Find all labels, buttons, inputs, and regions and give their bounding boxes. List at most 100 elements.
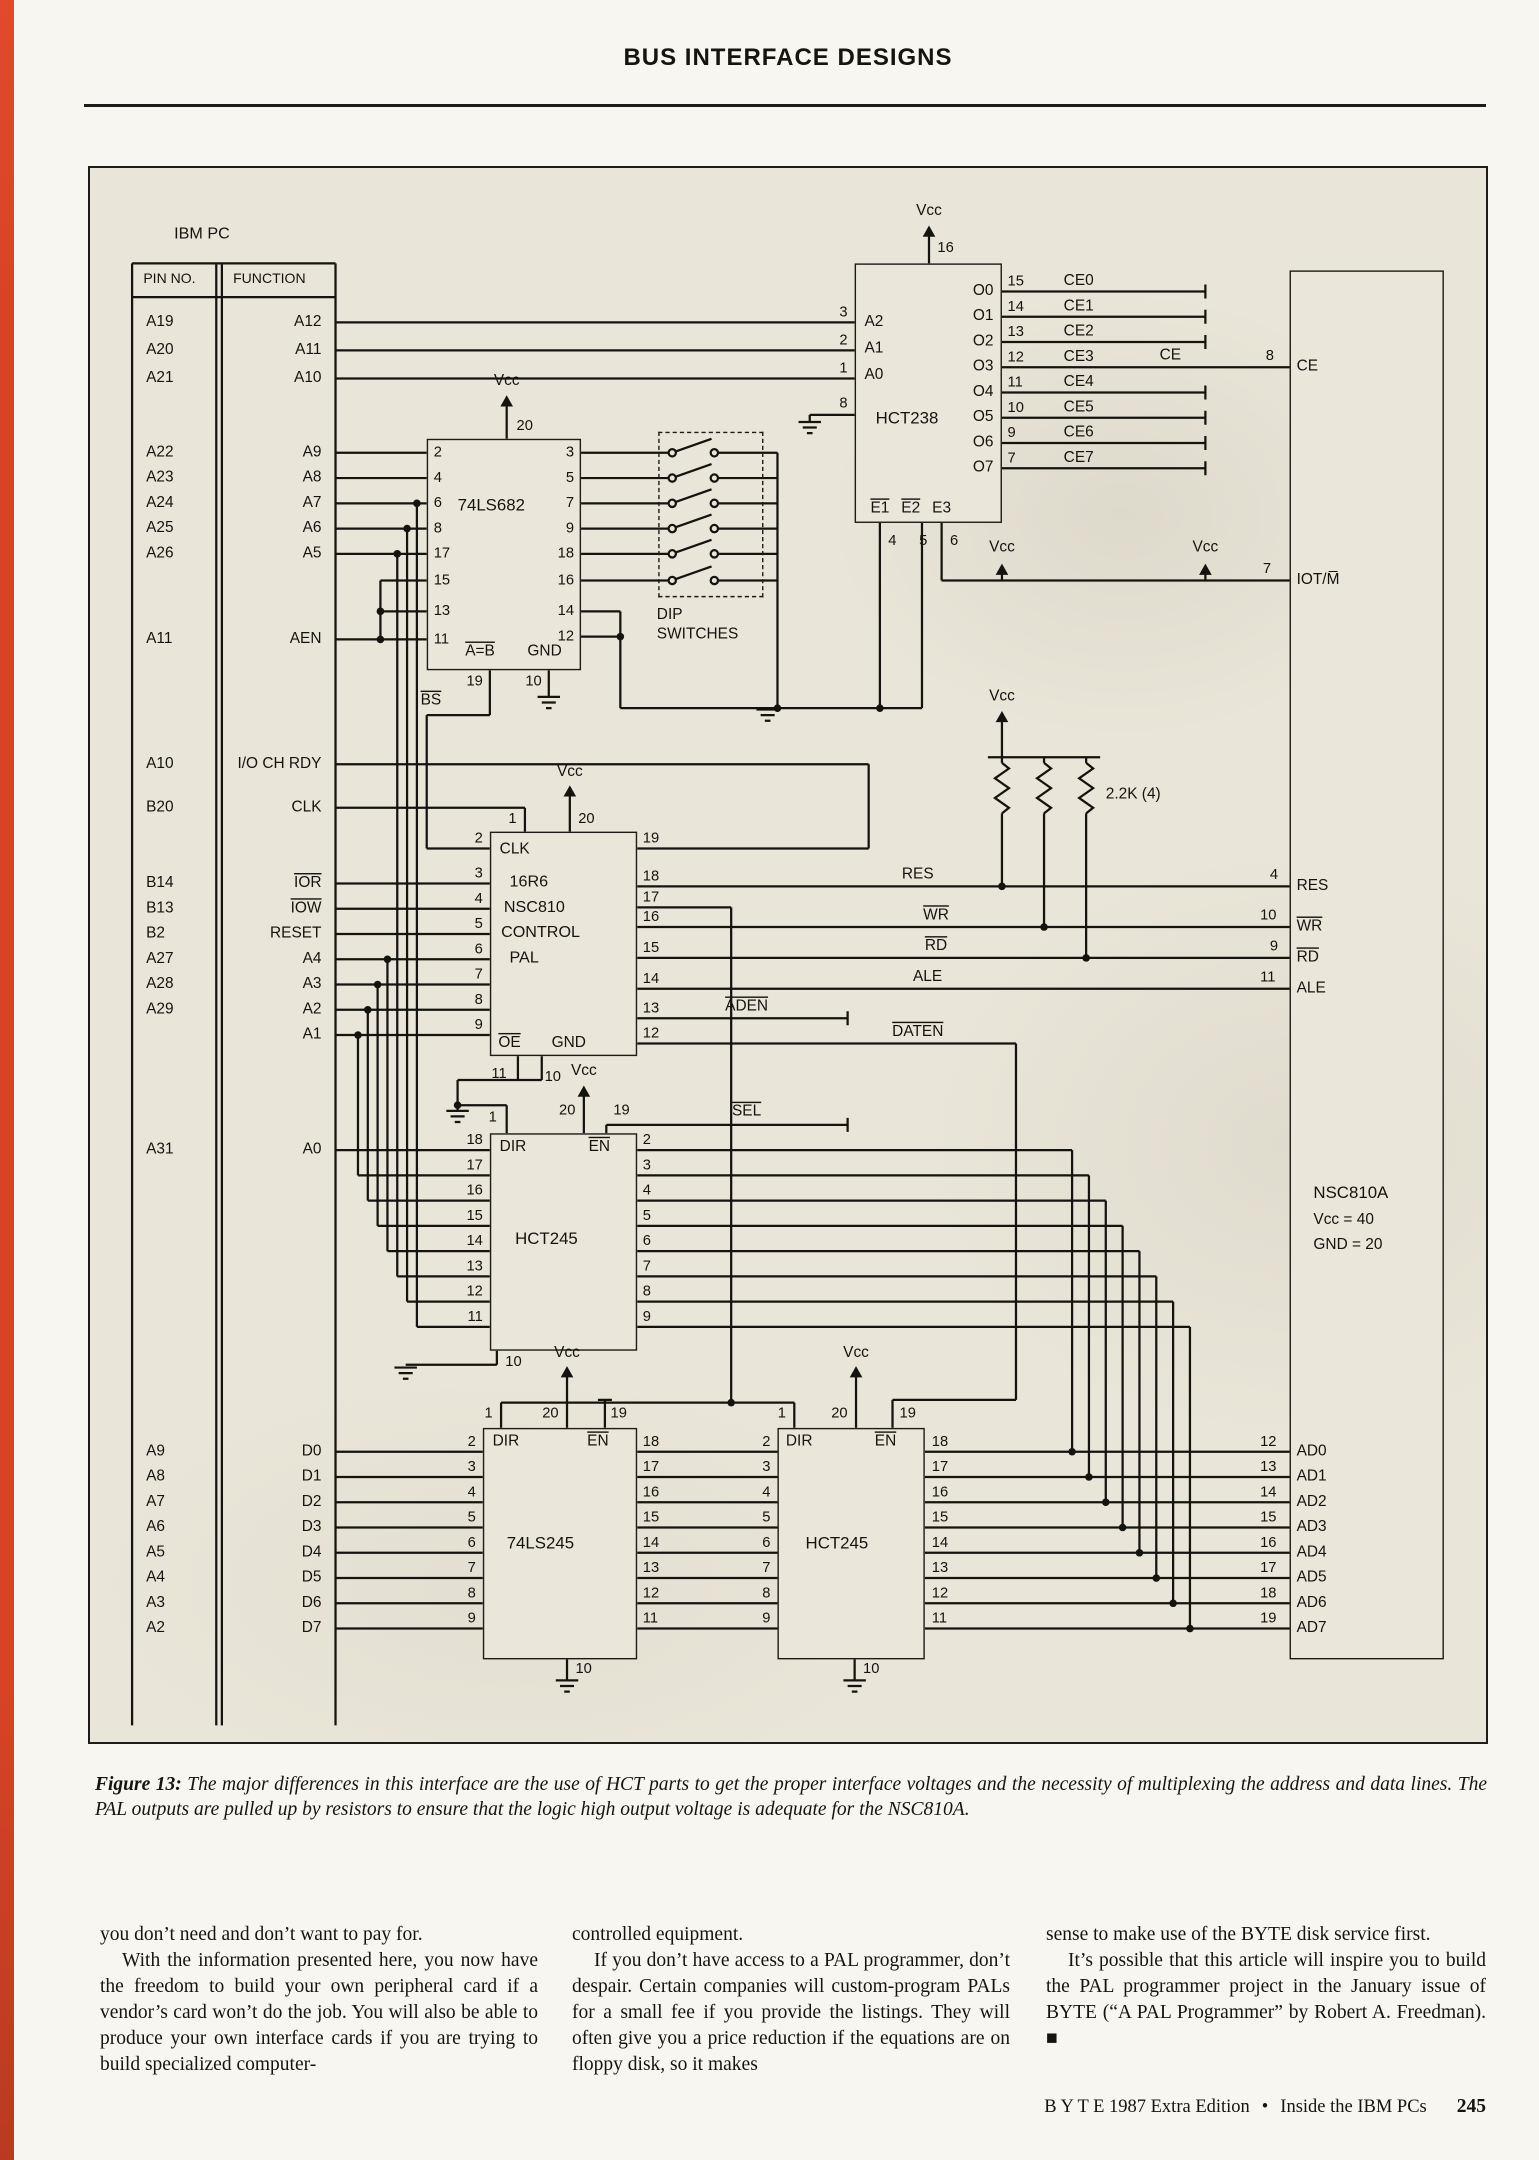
nsc-vcc-note: Vcc = 40 (1313, 1211, 1374, 1228)
pin-15-nsc: 15 (1260, 1508, 1277, 1526)
p682-17: 17 (433, 545, 451, 562)
page-edge-red-strip (0, 0, 14, 2160)
function-cell: CLK (291, 798, 322, 816)
ppal-18: 18 (642, 867, 660, 885)
ce5-label: CE5 (1063, 398, 1094, 416)
vcc-arrow-icon (849, 1366, 863, 1378)
p238-8: 8 (839, 394, 848, 412)
p238-6: 6 (950, 532, 959, 550)
pin-10-nsc: 10 (1260, 907, 1277, 924)
p682-8: 8 (433, 519, 442, 537)
vcc-pullups: Vcc (989, 687, 1015, 705)
pin-17-nsc: 17 (1260, 1559, 1277, 1577)
body-paragraph: you don’t need and don’t want to pay for… (100, 1924, 423, 1945)
p245b-12: 12 (931, 1584, 949, 1602)
function-cell: A1 (302, 1025, 322, 1043)
aden-label: ADEN (725, 997, 769, 1015)
p245a-4: 4 (642, 1182, 651, 1199)
pin-16b-nsc: 16 (1260, 1534, 1277, 1552)
pls245-2: 2 (467, 1433, 476, 1450)
p238-o6: O6 (972, 433, 994, 451)
pin-cell: B2 (146, 924, 166, 942)
p245a-20: 20 (559, 1102, 576, 1119)
p238-o7: O7 (972, 459, 994, 476)
header-rule (84, 104, 1486, 107)
pls245-12: 12 (642, 1584, 660, 1602)
ce-wire-label: CE (1159, 346, 1182, 364)
function-cell: D0 (301, 1442, 322, 1460)
pls245-16: 16 (642, 1483, 660, 1501)
pal-oe-label: OE (498, 1034, 521, 1052)
dip-switch-icon (667, 538, 720, 559)
nsc-ad5-label: AD5 (1296, 1568, 1327, 1586)
function-cell: D6 (301, 1594, 322, 1611)
e1-label: E1 (870, 499, 890, 517)
p245b-8: 8 (762, 1584, 771, 1602)
pin-cell: A11 (146, 630, 173, 648)
vcc-arrow-icons (500, 225, 1212, 1378)
ale-label: ALE (913, 968, 943, 986)
p682-10: 10 (525, 672, 542, 690)
p245b-9: 9 (762, 1609, 771, 1627)
function-cell: A2 (302, 1000, 322, 1018)
function-cell: IOW (290, 899, 322, 917)
pin-cell: A25 (146, 519, 174, 537)
p682-7: 7 (565, 494, 575, 512)
ce0-label: CE0 (1063, 272, 1094, 290)
p682-13: 13 (433, 602, 451, 620)
page-footer: B Y T E 1987 Extra Edition•Inside the IB… (90, 2096, 1486, 2118)
p238-o5: O5 (972, 408, 994, 426)
p238-14: 14 (1007, 298, 1024, 315)
pin-cell: B14 (146, 874, 174, 892)
vcc-arrow-icon (563, 785, 577, 797)
p682-15: 15 (433, 571, 451, 589)
body-column: sense to make use of the BYTE disk servi… (1046, 1922, 1486, 2052)
p238-2: 2 (839, 331, 848, 349)
function-cell: I/O CH RDY (237, 755, 322, 772)
p245a-11: 11 (467, 1308, 483, 1326)
pin-18-nsc: 18 (1260, 1584, 1277, 1602)
junction-dots (354, 499, 1194, 1633)
pin-cell: B20 (146, 798, 174, 816)
pls245-19: 19 (610, 1405, 627, 1422)
pin-cell: A22 (146, 443, 174, 461)
pin-cell: A7 (146, 1493, 166, 1510)
page-number: 245 (1456, 2096, 1486, 2117)
pls245-8: 8 (467, 1584, 476, 1602)
pls245-20: 20 (542, 1405, 559, 1422)
p238-15: 15 (1007, 272, 1024, 290)
pls245-10: 10 (575, 1660, 592, 1678)
chip-74ls245 (482, 1427, 638, 1660)
ce3-label: CE3 (1063, 348, 1094, 366)
function-cell: A5 (302, 544, 322, 562)
pin-4-nsc: 4 (1269, 866, 1279, 884)
pin-cell: A2 (146, 1619, 166, 1637)
p245b-6: 6 (762, 1534, 771, 1552)
nsc-ad7-label: AD7 (1296, 1619, 1327, 1637)
pin-cell: A19 (146, 313, 174, 331)
pal-name-line4: PAL (509, 949, 539, 967)
pin-cell: A21 (146, 369, 174, 387)
dip-switch-icon (667, 437, 720, 458)
pin-cell: A27 (146, 950, 174, 968)
pin-cell: A6 (146, 1518, 166, 1536)
p238-11: 11 (1007, 373, 1023, 391)
p682-12: 12 (557, 627, 575, 645)
chip-74ls682-label: 74LS682 (457, 494, 525, 515)
p245a-19: 19 (613, 1102, 630, 1119)
pls245-5: 5 (467, 1508, 476, 1526)
hct245b-en-label: EN (874, 1432, 897, 1450)
p245b-4: 4 (762, 1483, 771, 1501)
ce2-label: CE2 (1063, 323, 1094, 340)
pin-9-nsc: 9 (1269, 937, 1279, 955)
pls245-4: 4 (467, 1483, 476, 1501)
nsc-gnd-note: GND = 20 (1313, 1236, 1383, 1254)
pin-cell: A5 (146, 1543, 166, 1561)
wiring (335, 235, 1290, 1681)
pal-gnd-label: GND (551, 1034, 586, 1052)
vcc-arrow-icon (995, 710, 1009, 723)
pin-14-nsc: 14 (1260, 1483, 1277, 1501)
ppal-3: 3 (474, 864, 483, 882)
